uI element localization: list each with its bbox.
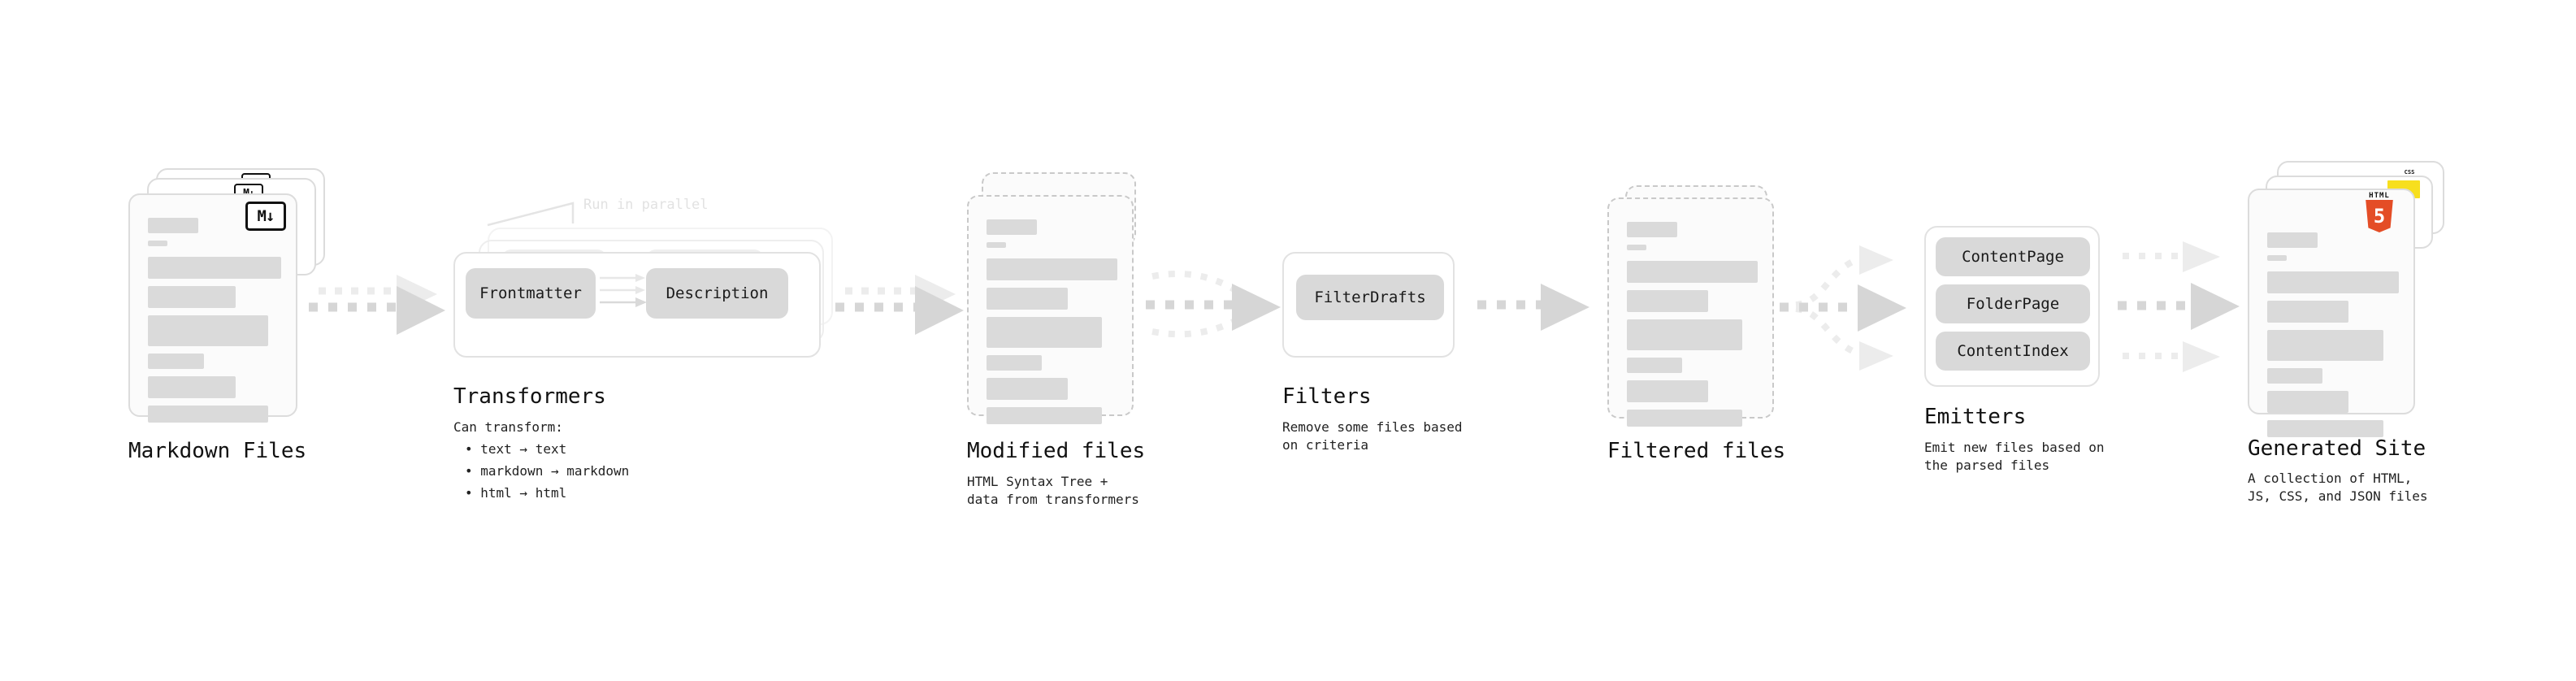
content-bar (1627, 222, 1677, 237)
content-bar (987, 407, 1102, 424)
label-markdown-files: Markdown Files (128, 439, 307, 463)
content-bar (2267, 301, 2349, 323)
content-bar (1627, 261, 1758, 283)
content-bar (2267, 391, 2349, 413)
content-bar (148, 257, 281, 279)
content-bar (987, 378, 1068, 400)
content-bar (2267, 255, 2287, 261)
transformers-bullet-2: • html → html (465, 485, 567, 501)
content-bar (987, 355, 1042, 371)
site-content-bars (2267, 232, 2399, 445)
content-bar (987, 219, 1037, 235)
annotation-run-in-parallel: Run in parallel (583, 197, 709, 213)
content-bar (2267, 330, 2383, 361)
emitters-folderpage-pill[interactable]: FolderPage (1936, 284, 2090, 323)
html5-badge-label: HTML (2369, 192, 2390, 200)
content-bar (148, 241, 167, 246)
filtered-sheet-front (1607, 197, 1774, 427)
content-bar (987, 288, 1068, 310)
label-transformers: Transformers (453, 384, 606, 409)
css-badge-label: CSS (2404, 169, 2415, 176)
content-bar (1627, 380, 1708, 402)
filters-filterdrafts-pill[interactable]: FilterDrafts (1296, 275, 1444, 320)
content-bar (1627, 245, 1646, 250)
label-filtered-files: Filtered files (1607, 439, 1786, 463)
markdown-badge-front: M↓ (245, 202, 286, 231)
html5-badge: HTML 5 (2362, 193, 2396, 233)
content-bar (2267, 368, 2323, 384)
content-bar (148, 286, 236, 308)
desc-transformers: Can transform: (453, 419, 563, 435)
content-bar (1627, 319, 1742, 350)
markdown-content-bars (148, 218, 281, 430)
content-bar (2267, 271, 2399, 293)
label-modified-files: Modified files (967, 439, 1146, 463)
filtered-content-bars (1627, 222, 1758, 434)
emitters-contentindex-pill[interactable]: ContentIndex (1936, 332, 2090, 371)
modified-content-bars (987, 219, 1117, 432)
content-bar (987, 258, 1117, 280)
label-filters: Filters (1282, 384, 1372, 409)
transformers-bullet-0: • text → text (465, 441, 567, 457)
content-bar (987, 242, 1006, 248)
content-bar (1627, 290, 1708, 312)
content-bar (148, 406, 268, 423)
desc-modified-files: HTML Syntax Tree + data from transformer… (967, 474, 1139, 507)
content-bar (2267, 232, 2318, 248)
transformer-description-pill[interactable]: Description (646, 268, 788, 319)
content-bar (987, 317, 1102, 348)
desc-emitters: Emit new files based on the parsed files (1924, 440, 2105, 473)
emitters-contentpage-pill[interactable]: ContentPage (1936, 237, 2090, 276)
content-bar (148, 218, 198, 233)
desc-generated-site: A collection of HTML, JS, CSS, and JSON … (2248, 471, 2428, 504)
modified-sheet-front (967, 195, 1134, 424)
content-bar (2267, 420, 2383, 437)
content-bar (148, 354, 204, 369)
content-bar (148, 376, 236, 398)
content-bar (148, 315, 268, 346)
label-generated-site: Generated Site (2248, 436, 2426, 461)
content-bar (1627, 358, 1682, 373)
transformers-bullet-1: • markdown → markdown (465, 463, 630, 479)
content-bar (1627, 410, 1742, 427)
html5-badge-shield: 5 (2366, 200, 2393, 232)
site-sheet-front (2248, 189, 2415, 437)
transformer-frontmatter-pill[interactable]: Frontmatter (466, 268, 596, 319)
label-emitters: Emitters (1924, 405, 2027, 429)
desc-filters: Remove some files based on criteria (1282, 419, 1463, 453)
